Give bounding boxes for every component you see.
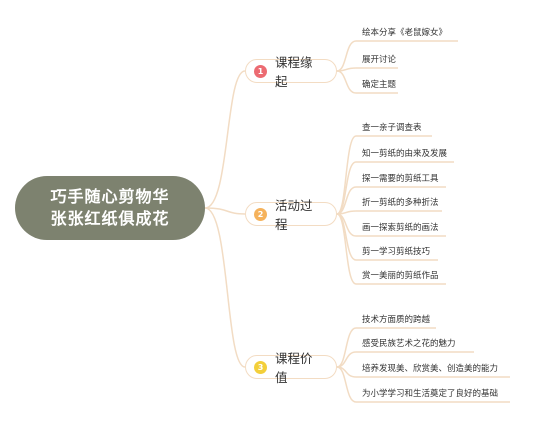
branch-label: 课程价值 [275,351,313,385]
number-badge-3: 3 [254,360,267,374]
root-title-line-1: 巧手随心剪物华 [50,187,170,206]
leaf-item: 画一探索剪纸的画法 [362,223,439,233]
branch-label: 活动过程 [275,198,313,232]
branch-3-connector-1 [336,327,357,368]
branch-course-value: 3 课程价值 [245,351,337,385]
leaf-item: 为小学学习和生活奠定了良好的基础 [362,389,499,399]
leaf-item: 培养发现美、欣赏美、创造美的能力 [362,364,499,374]
branch-course-origin: 1 课程缘起 [245,55,337,89]
branch-2-connector-1 [336,135,357,215]
leaf-item: 技术方面质的跨越 [362,315,431,325]
branch-3-connector-4 [336,366,357,403]
leaf-item: 剪一学习剪纸技巧 [362,247,431,257]
number-badge-2: 2 [254,207,267,221]
leaf-item: 知一剪纸的由来及发展 [362,149,448,159]
leaf-item: 确定主题 [362,80,397,90]
leaf-item: 探一需要的剪纸工具 [362,174,439,184]
leaf-item: 绘本分享《老鼠嫁女》 [362,28,448,38]
leaf-item: 折一剪纸的多种折法 [362,198,439,208]
branch-1-connector-1 [336,40,357,72]
root-connector-3 [204,207,246,368]
root-connector-1 [204,70,246,209]
leaf-item: 赏一美丽的剪纸作品 [362,271,439,281]
leaf-item: 展开讨论 [362,55,397,65]
branch-activity-process: 2 活动过程 [245,198,337,232]
root-topic: 巧手随心剪物华 张张红纸俱成花 [15,176,205,240]
branch-2-connector-7 [336,213,357,285]
branch-1-connector-3 [336,70,357,94]
root-title-line-2: 张张红纸俱成花 [50,209,170,228]
number-badge-1: 1 [254,64,267,78]
branch-label: 课程缘起 [275,55,313,89]
root-connector-2 [204,207,246,215]
leaf-item: 查一亲子调查表 [362,123,422,133]
leaf-item: 感受民族艺术之花的魅力 [362,339,456,349]
